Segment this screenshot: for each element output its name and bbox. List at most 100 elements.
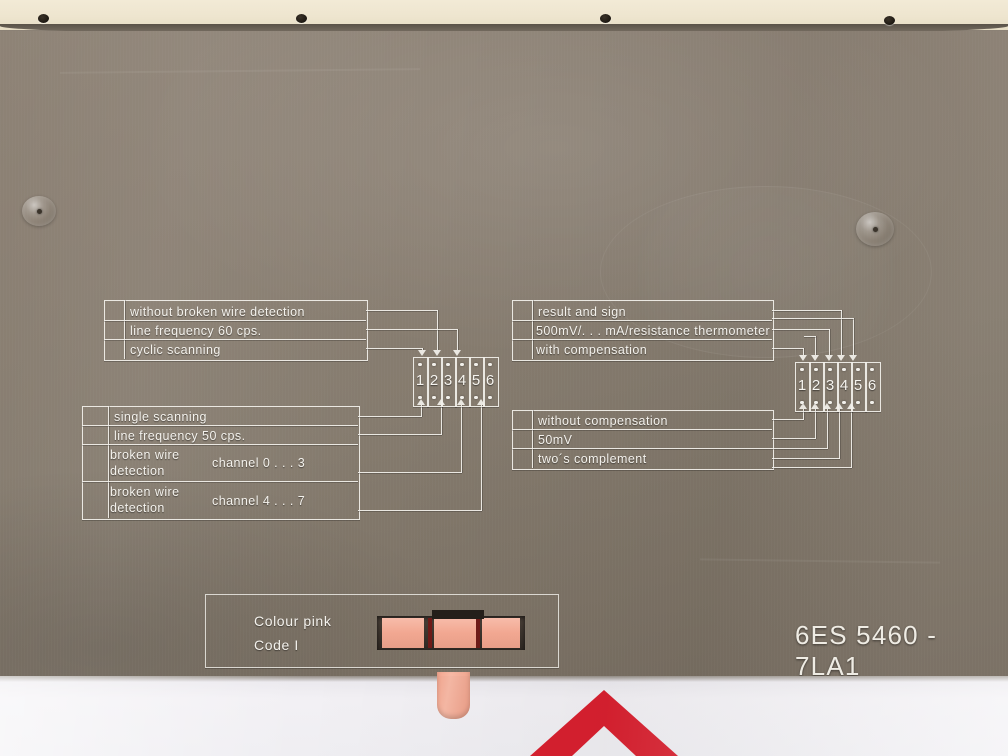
right-switch-5-label: 5 [853, 377, 863, 394]
switch-contact-dot [418, 396, 422, 400]
routing-line [839, 409, 840, 459]
right-bottom-box-tab-divider [532, 410, 533, 468]
switch-contact-dot [870, 368, 874, 372]
routing-line [815, 336, 816, 355]
switch-contact-dot [842, 401, 846, 405]
routing-arrow [457, 399, 465, 405]
right-switch-4-label: 4 [839, 377, 849, 394]
routing-line [841, 310, 842, 355]
left-bottom-row-3-label: broken wire [110, 448, 180, 462]
left-switch-1-label: 1 [415, 372, 425, 389]
routing-arrow [849, 355, 857, 361]
switch-contact-dot [842, 368, 846, 372]
right-switch-1[interactable] [795, 362, 811, 412]
right-switch-3-label: 3 [825, 377, 835, 394]
routing-arrow [477, 399, 485, 405]
right-bottom-box-row-divider [512, 448, 772, 449]
right-switch-4[interactable] [837, 362, 853, 412]
routing-line [772, 318, 854, 319]
switch-contact-dot [474, 396, 478, 400]
left-bottom-row-1-label: single scanning [114, 410, 207, 424]
switch-contact-dot [828, 401, 832, 405]
routing-line [366, 329, 458, 330]
switch-contact-dot [474, 363, 478, 367]
left-bottom-box-tab-divider [108, 406, 109, 518]
switch-contact-dot [814, 401, 818, 405]
switch-contact-dot [800, 401, 804, 405]
left-bottom-row-2-label: line frequency 50 cps. [114, 429, 246, 443]
coding-key-segment[interactable] [382, 618, 424, 648]
right-switch-6[interactable] [865, 362, 881, 412]
coding-key-segment[interactable] [434, 618, 476, 648]
rivet-right [856, 212, 894, 246]
right-top-row-3-label: with compensation [536, 343, 648, 357]
coding-key-separator [428, 618, 432, 648]
switch-contact-dot [446, 363, 450, 367]
left-bottom-box-row-divider [82, 444, 358, 445]
switch-contact-dot [870, 401, 874, 405]
coding-key-well [377, 616, 525, 650]
right-switch-6-label: 6 [867, 377, 877, 394]
left-switch-3-label: 3 [443, 372, 453, 389]
routing-arrow [799, 355, 807, 361]
left-switch-4-label: 4 [457, 372, 467, 389]
right-top-box-tab-divider [532, 300, 533, 359]
left-switch-1[interactable] [413, 357, 429, 407]
right-top-box-row-divider [512, 320, 772, 321]
left-bottom-row-4-label2: detection [110, 501, 165, 515]
colour-label: Colour pink [254, 613, 332, 629]
right-switch-1-label: 1 [797, 377, 807, 394]
part-number: 6ES 5460 - 7LA1 [795, 620, 938, 681]
routing-line [457, 329, 458, 350]
left-switch-3[interactable] [441, 357, 457, 407]
left-switch-6[interactable] [483, 357, 499, 407]
routing-line [441, 405, 442, 435]
pink-coding-tab [437, 672, 470, 719]
rivet-left [22, 196, 56, 226]
left-switch-2[interactable] [427, 357, 443, 407]
routing-line [829, 329, 830, 355]
left-switch-6-label: 6 [485, 372, 495, 389]
routing-line [772, 438, 816, 439]
rivet-pin [872, 227, 878, 233]
routing-line [481, 405, 482, 511]
left-switch-2-label: 2 [429, 372, 439, 389]
routing-line [772, 467, 852, 468]
left-switch-5[interactable] [469, 357, 485, 407]
routing-line [358, 472, 462, 473]
switch-contact-dot [418, 363, 422, 367]
right-switch-3[interactable] [823, 362, 839, 412]
switch-contact-dot [800, 368, 804, 372]
switch-contact-dot [856, 401, 860, 405]
left-top-box-row-divider [104, 320, 366, 321]
left-top-row-1-label: without broken wire detection [130, 305, 305, 319]
left-switch-4[interactable] [455, 357, 471, 407]
left-switch-5-label: 5 [471, 372, 481, 389]
routing-line [358, 434, 442, 435]
routing-line [803, 348, 804, 355]
left-top-box [104, 300, 368, 361]
routing-arrow [835, 403, 843, 409]
routing-line [366, 310, 438, 311]
right-top-row-2-label: 500mV/. . . mA/resistance thermometer [536, 324, 771, 338]
routing-line [772, 419, 804, 420]
right-switch-5[interactable] [851, 362, 867, 412]
coding-key-segment[interactable] [482, 618, 520, 648]
code-label: Code I [254, 637, 299, 653]
right-bottom-box [512, 410, 774, 470]
routing-arrow [837, 355, 845, 361]
right-switch-2-label: 2 [811, 377, 821, 394]
left-bottom-row-3-channel: channel 0 . . . 3 [212, 456, 306, 470]
right-top-box [512, 300, 774, 361]
coding-key-separator [476, 618, 480, 648]
left-bottom-row-3-label2: detection [110, 464, 165, 478]
routing-line [366, 348, 423, 349]
routing-arrow [418, 350, 426, 356]
right-top-row-1-label: result and sign [538, 305, 627, 319]
right-bottom-box-row-divider [512, 429, 772, 430]
right-switch-2[interactable] [809, 362, 825, 412]
routing-arrow [811, 403, 819, 409]
right-top-box-row-divider [512, 339, 772, 340]
routing-line [772, 458, 840, 459]
